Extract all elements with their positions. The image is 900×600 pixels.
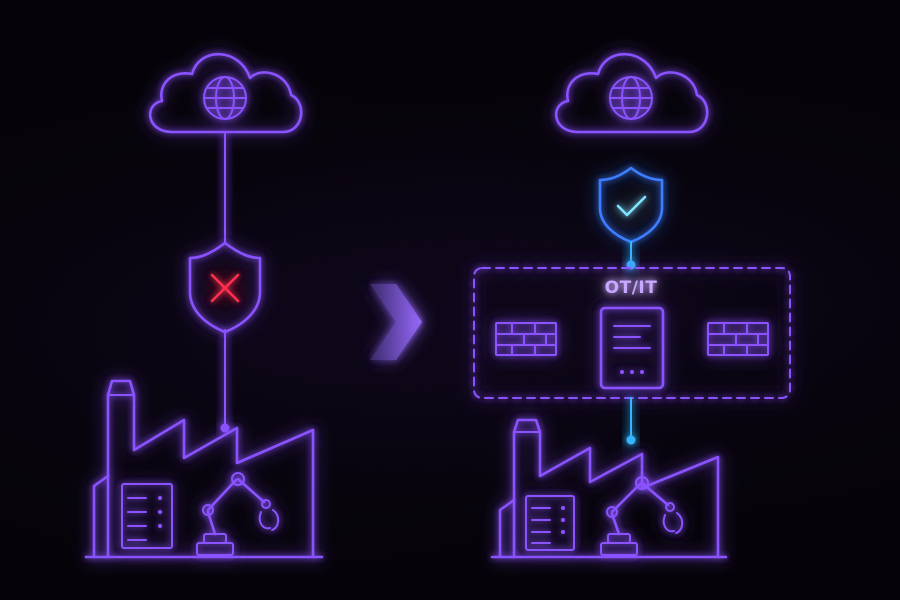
shield-x-icon (188, 241, 262, 334)
right-scenario: OT/IT (473, 52, 791, 559)
server-icon (599, 306, 665, 390)
server-cabinet-icon (121, 483, 173, 549)
robot-arm-icon (196, 472, 280, 556)
chevron-right-icon (370, 284, 422, 360)
robot-arm-icon (600, 476, 684, 556)
shield-check-icon (598, 166, 664, 244)
server-cabinet-icon (525, 495, 575, 551)
brick-wall-icon (707, 322, 769, 356)
connection-line-shield-zone (626, 241, 636, 270)
left-scenario (84, 52, 324, 559)
connection-line-zone-factory (626, 397, 636, 445)
factory-icon (490, 418, 728, 559)
factory-icon (84, 379, 324, 559)
cloud-globe-icon (554, 52, 709, 134)
cloud-globe-icon (148, 52, 303, 134)
brick-wall-icon (495, 322, 557, 356)
secure-zone-label: OT/IT (605, 278, 658, 298)
connection-line-left (220, 131, 230, 433)
